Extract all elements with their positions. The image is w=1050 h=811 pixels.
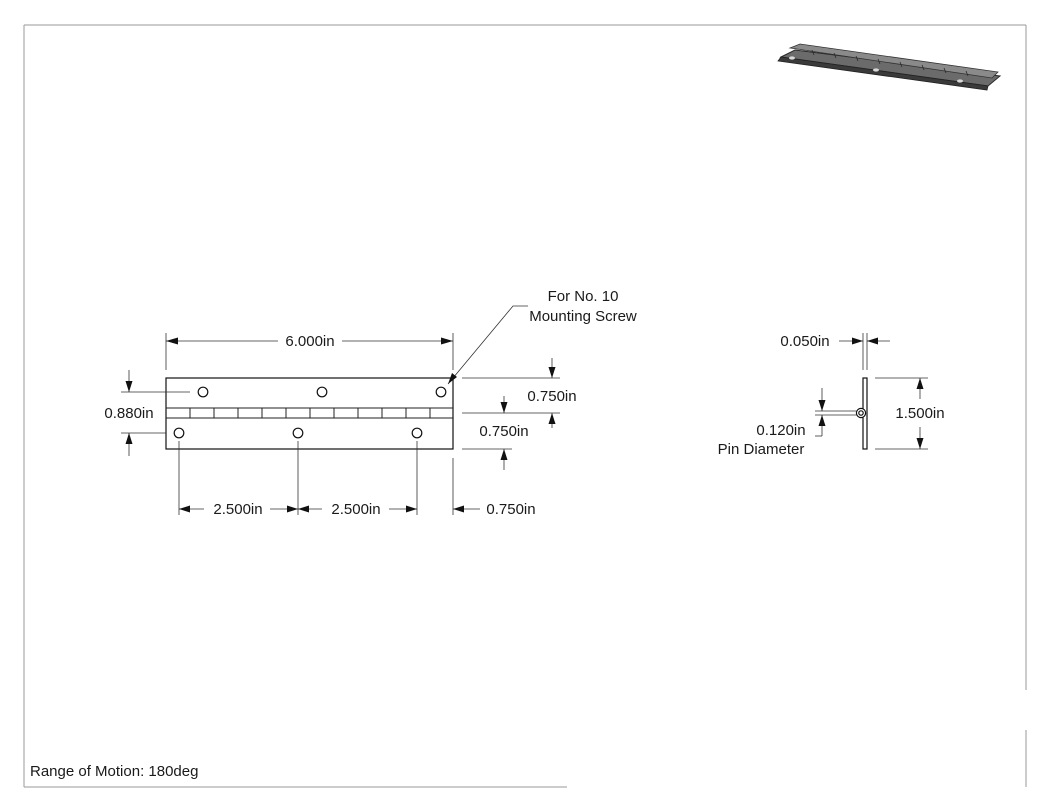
- mounting-hole: [316, 386, 328, 398]
- dim-top-offset-label: 0.750in: [527, 388, 576, 405]
- dim-hole-spacing-left-label: 2.500in: [213, 501, 262, 518]
- dimension-hole-row-spacing: 0.880in: [104, 370, 190, 456]
- hinge-isometric-view: [777, 43, 1002, 91]
- dimension-pin-diameter: 0.120in Pin Diameter: [718, 388, 857, 458]
- dim-hole-row-spacing-label: 0.880in: [104, 405, 153, 422]
- dim-overall-length-label: 6.000in: [285, 333, 334, 350]
- dim-hole-spacing-right-label: 2.500in: [331, 501, 380, 518]
- range-of-motion-note: Range of Motion: 180deg: [30, 763, 198, 780]
- dim-hole-end-offset-label: 0.750in: [486, 501, 535, 518]
- mounting-hole: [173, 427, 185, 439]
- mounting-hole: [411, 427, 423, 439]
- side-view: [855, 377, 868, 450]
- mounting-hole: [292, 427, 304, 439]
- dimension-overall-length: 6.000in: [165, 333, 454, 370]
- dim-pin-diameter-label: 0.120in: [756, 422, 805, 439]
- mounting-hole: [197, 386, 209, 398]
- pin-diameter-caption: Pin Diameter: [718, 441, 805, 458]
- note-line-1: For No. 10: [548, 288, 619, 305]
- knuckle-divisions: [189, 408, 431, 418]
- pin-profile: [858, 410, 864, 416]
- dimension-hole-edge-offsets: 0.750in 0.750in: [462, 358, 577, 470]
- sheet-border: [23, 24, 1027, 788]
- front-view: [165, 377, 454, 450]
- dim-bottom-offset-label: 0.750in: [479, 423, 528, 440]
- leader-note: For No. 10 Mounting Screw: [447, 288, 637, 385]
- dim-open-width-label: 1.500in: [895, 405, 944, 422]
- dimension-hole-spacing: 2.500in 2.500in 0.750in: [178, 441, 536, 518]
- dimension-thickness: 0.050in: [780, 333, 890, 370]
- dimension-open-width: 1.500in: [875, 377, 945, 450]
- dim-thickness-label: 0.050in: [780, 333, 829, 350]
- note-line-2: Mounting Screw: [529, 308, 637, 325]
- mounting-hole: [435, 386, 447, 398]
